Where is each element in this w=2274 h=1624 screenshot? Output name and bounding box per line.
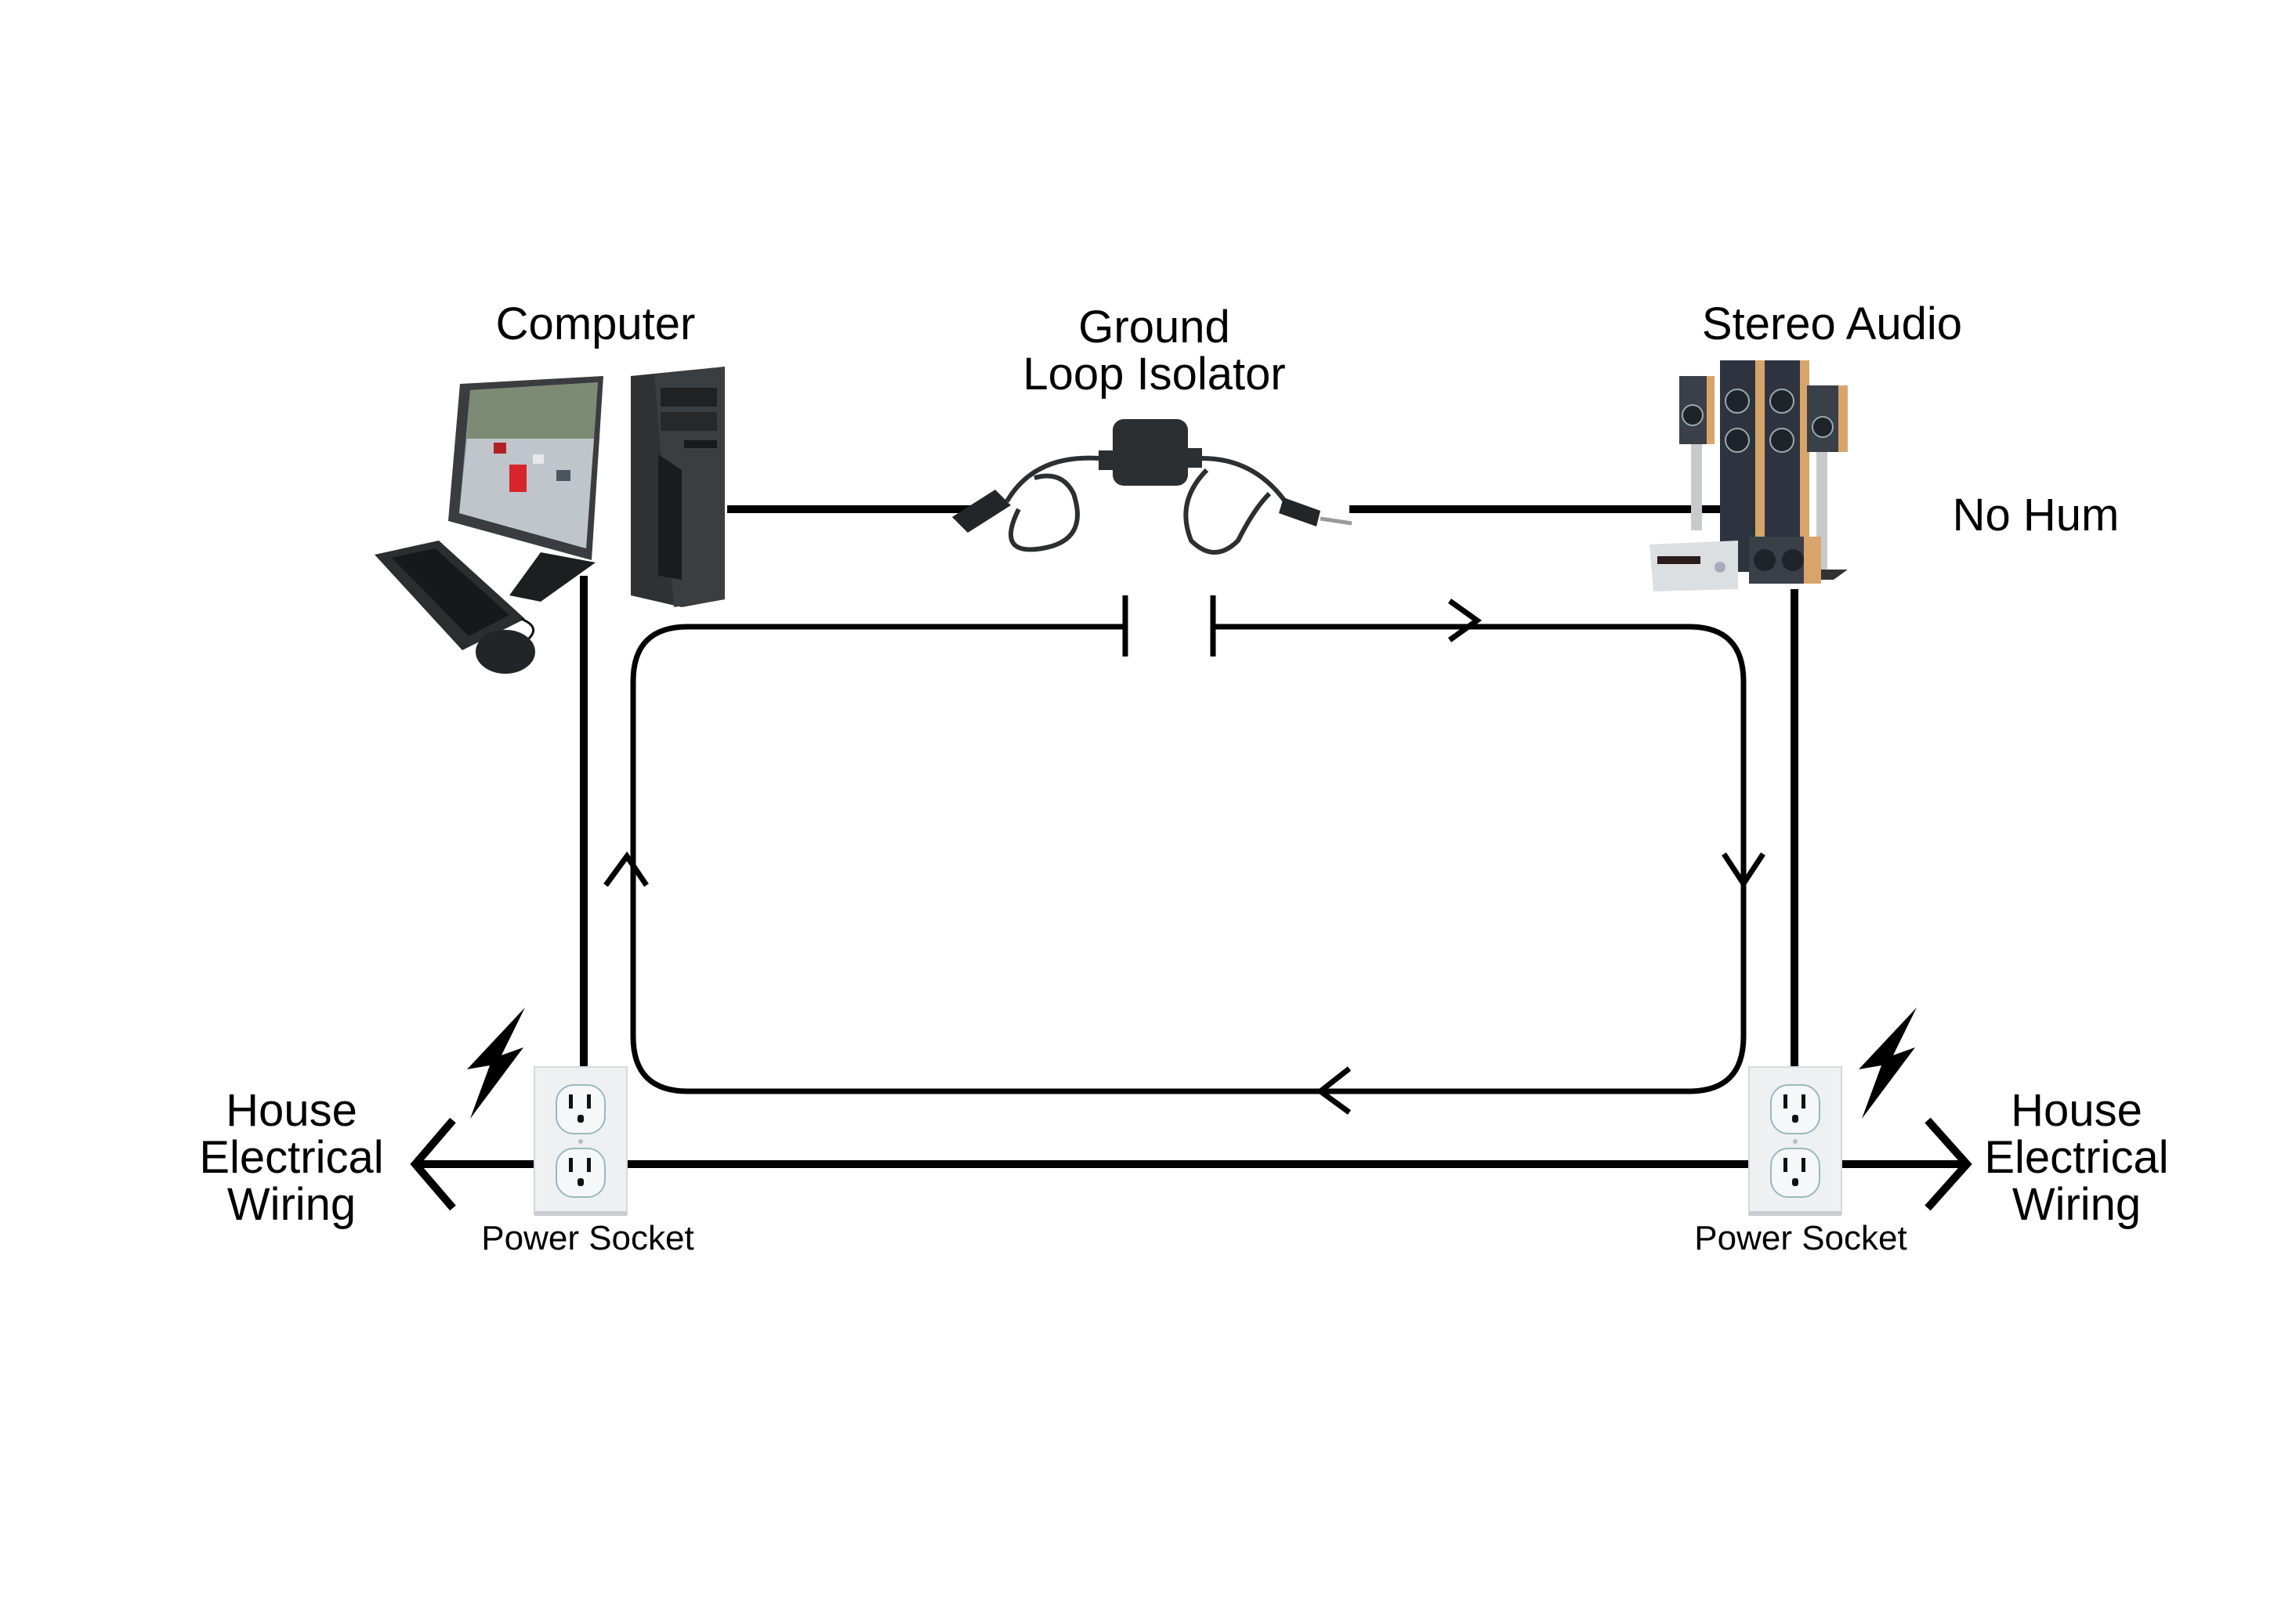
ground-loop bbox=[603, 595, 1765, 1115]
isolator-label-line1: Ground bbox=[1078, 302, 1229, 353]
no-hum-label: No Hum bbox=[1953, 490, 2120, 541]
ground-loop-path-left bbox=[630, 624, 1747, 1094]
left-house-wiring-label-line3: Wiring bbox=[227, 1179, 356, 1230]
right-house-wiring-label-line3: Wiring bbox=[2012, 1179, 2141, 1230]
left-socket-label: Power Socket bbox=[481, 1219, 693, 1257]
right-socket-label: Power Socket bbox=[1694, 1219, 1906, 1257]
right-socket-node: Power Socket House Electrical Wiring bbox=[1694, 1007, 2169, 1257]
stereo-label: Stereo Audio bbox=[1702, 298, 1962, 349]
loop-arrow-left-icon bbox=[1316, 1066, 1352, 1115]
power-outlet-icon bbox=[1748, 1066, 1842, 1216]
lightning-bolt-icon bbox=[1859, 1007, 1917, 1119]
left-house-wiring-label-line2: Electrical bbox=[199, 1132, 383, 1183]
right-house-wiring-label-line1: House bbox=[2011, 1085, 2142, 1136]
right-house-wiring-label-line2: Electrical bbox=[1984, 1132, 2168, 1183]
lightning-bolt-icon bbox=[467, 1007, 525, 1119]
power-outlet-icon bbox=[534, 1066, 628, 1216]
isolator-label-line2: Loop Isolator bbox=[1023, 349, 1285, 400]
loop-arrow-down-icon bbox=[1722, 852, 1765, 889]
computer-label: Computer bbox=[496, 298, 696, 349]
wiring bbox=[410, 505, 1972, 1211]
house-wiring-left-arrowhead bbox=[410, 1117, 456, 1211]
computer-node: Computer bbox=[375, 298, 725, 674]
loop-arrow-right-icon bbox=[1447, 599, 1483, 642]
stereo-node: Stereo Audio No Hum bbox=[1649, 298, 2119, 591]
left-socket-node: Power Socket House Electrical Wiring bbox=[199, 1007, 694, 1257]
ground-loop-isolator-icon bbox=[952, 419, 1352, 555]
speaker-system-icon bbox=[1649, 360, 1848, 591]
left-house-wiring-label-line1: House bbox=[226, 1085, 357, 1136]
desktop-computer-icon bbox=[375, 367, 725, 674]
house-wiring-right-arrowhead bbox=[1925, 1117, 1972, 1211]
loop-arrow-up-icon bbox=[603, 851, 649, 888]
isolator-node: Ground Loop Isolator bbox=[952, 302, 1352, 555]
